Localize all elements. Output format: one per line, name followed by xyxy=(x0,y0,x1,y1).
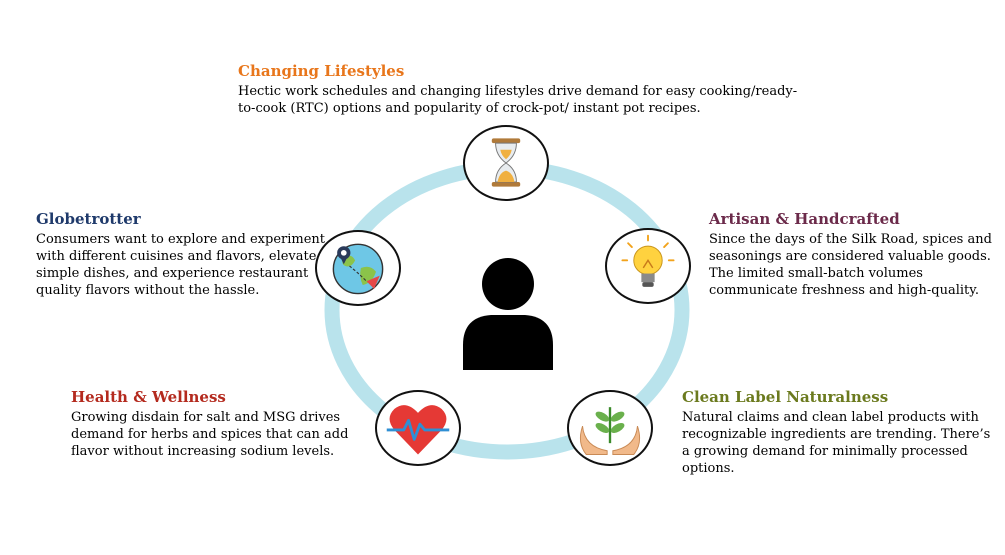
trend-clean-label-naturalness: Clean Label Naturalness Natural claims a… xyxy=(682,388,1002,477)
person-silhouette-icon xyxy=(463,258,553,370)
trend-description-line: demand for herbs and spices that can add xyxy=(71,427,349,442)
trend-health-wellness: Health & Wellness Growing disdain for sa… xyxy=(71,388,371,460)
trend-description-line: Since the days of the Silk Road, spices … xyxy=(709,232,992,247)
trend-description-line: with different cuisines and flavors, ele… xyxy=(36,249,317,264)
trend-description-line: to-cook (RTC) options and popularity of … xyxy=(238,101,701,116)
hands-plant-icon xyxy=(567,390,653,466)
trend-description-line: recognizable ingredients are trending. T… xyxy=(682,427,991,442)
trend-changing-lifestyles: Changing Lifestyles Hectic work schedule… xyxy=(238,62,798,117)
trend-description-line: seasonings are considered valuable goods… xyxy=(709,249,991,264)
trend-description-line: quality flavors without the hassle. xyxy=(36,283,260,298)
trend-description-line: communicate freshness and high-quality. xyxy=(709,283,979,298)
heart-pulse-icon xyxy=(375,390,461,466)
trend-title: Health & Wellness xyxy=(71,388,226,406)
trend-title: Clean Label Naturalness xyxy=(682,388,889,406)
trend-description-line: flavor without increasing sodium levels. xyxy=(71,444,335,459)
trend-description-line: Consumers want to explore and experiment xyxy=(36,232,325,247)
trend-title: Changing Lifestyles xyxy=(238,62,405,80)
trend-globetrotter: Globetrotter Consumers want to explore a… xyxy=(36,210,336,299)
trend-artisan-handcrafted: Artisan & Handcrafted Since the days of … xyxy=(709,210,1001,299)
trend-description-line: Hectic work schedules and changing lifes… xyxy=(238,84,798,99)
globe-location-icon xyxy=(315,230,401,306)
trend-title: Globetrotter xyxy=(36,210,141,228)
trend-description-line: options. xyxy=(682,461,735,476)
hourglass-icon xyxy=(463,125,549,201)
trend-description-line: a growing demand for minimally processed xyxy=(682,444,968,459)
trend-description-line: Natural claims and clean label products … xyxy=(682,410,979,425)
trend-description-line: simple dishes, and experience restaurant xyxy=(36,266,309,281)
trend-description-line: The limited small-batch volumes xyxy=(709,266,923,281)
lightbulb-icon xyxy=(605,228,691,304)
trend-description-line: Growing disdain for salt and MSG drives xyxy=(71,410,341,425)
trend-title: Artisan & Handcrafted xyxy=(709,210,900,228)
